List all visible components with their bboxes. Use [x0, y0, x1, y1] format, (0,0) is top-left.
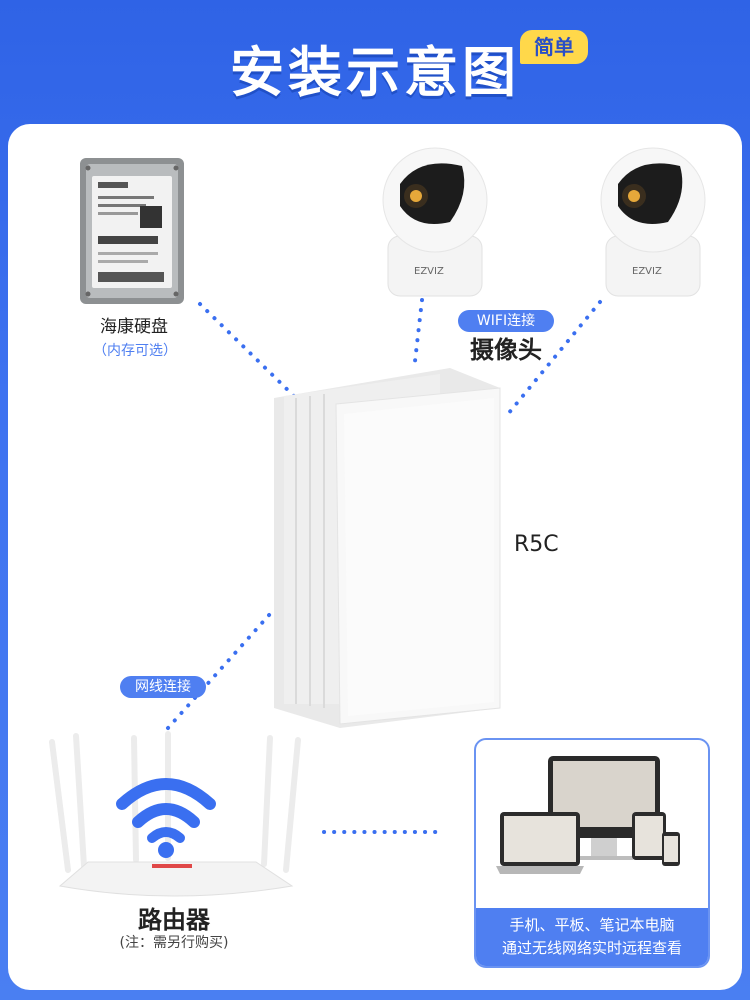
diagram-card: 海康硬盘 （内存可选） EZVIZ EZVIZ WIFI连接 摄像头: [8, 124, 742, 990]
hdd-memory-note: （内存可选）: [93, 343, 177, 359]
devices-caption-line2: 通过无线网络实时远程查看: [501, 939, 682, 957]
camera-label: 摄像头: [470, 336, 542, 364]
remote-devices-panel: 手机、平板、笔记本电脑 通过无线网络实时远程查看: [474, 738, 710, 968]
devices-image: [496, 752, 686, 902]
connection-lines: [166, 298, 602, 834]
hdd-label: 海康硬盘: [100, 317, 168, 337]
devices-caption: 手机、平板、笔记本电脑 通过无线网络实时远程查看: [476, 908, 708, 966]
wifi-connection-tag: WIFI连接: [458, 310, 554, 332]
camera-1-brand: EZVIZ: [414, 266, 444, 277]
line-cam1-nas: [412, 298, 424, 372]
simple-badge: 简单: [520, 30, 588, 64]
devices-caption-line1: 手机、平板、笔记本电脑: [509, 916, 675, 934]
cable-connection-tag: 网线连接: [120, 676, 206, 698]
wifi-icon: [114, 770, 218, 860]
router-label: 路由器: [138, 906, 210, 934]
line-router-nas: [166, 612, 272, 730]
camera-2-image: EZVIZ: [598, 144, 708, 304]
router-purchase-note: (注：需另行购买): [119, 935, 229, 951]
camera-2-brand: EZVIZ: [632, 266, 662, 277]
nas-label: R5C: [514, 532, 559, 557]
router-image: [42, 730, 312, 904]
page-title: 安装示意图: [230, 41, 520, 104]
nas-device-image: [270, 368, 506, 728]
hdd-image: [78, 156, 186, 306]
line-cam2-nas: [506, 300, 602, 416]
camera-1-image: EZVIZ: [380, 144, 490, 304]
